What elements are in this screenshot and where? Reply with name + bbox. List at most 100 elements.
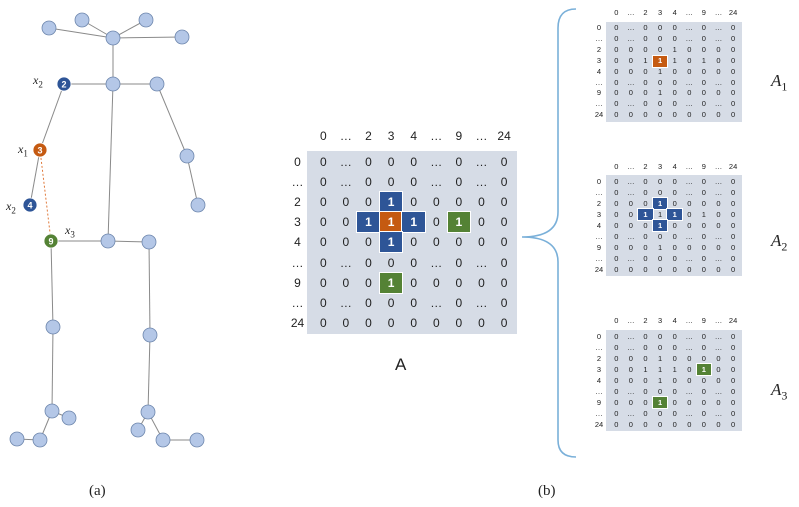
matrix-col-header: 3 [387,129,395,143]
matrix-cell: 0 [643,354,648,363]
matrix-row-header: 4 [596,376,602,385]
matrix-cell: 0 [658,409,663,418]
matrix-cell: 0 [731,343,736,352]
skeleton-joint-knL [45,319,61,335]
skeleton-joint-hipR [141,234,157,250]
matrix-cell: 0 [614,232,619,241]
matrix-cell: 0 [500,275,508,290]
matrix-cell: … [685,409,694,418]
matrix-cell: 0 [672,376,677,385]
skeleton-joint-shR [149,76,165,92]
panel-label-a: (a) [89,483,106,499]
matrix-cell: 0 [643,88,648,98]
matrix-cell: 0 [672,265,677,274]
matrix-cell: … [627,332,635,341]
matrix-cell: 0 [701,177,706,186]
matrix-cell: 0 [731,221,736,230]
matrix-cell: … [627,254,635,263]
matrix-cell: 0 [643,254,648,263]
matrix-cell: … [685,77,694,87]
matrix-cell: 0 [387,155,395,169]
matrix-cell: 0 [628,265,633,274]
matrix-col-header: … [714,316,723,325]
matrix-cell: … [714,254,723,263]
matrix-cell: … [685,232,694,241]
matrix-cell: 0 [687,221,692,230]
matrix-col-header: 2 [643,8,648,17]
skeleton-joint-wrR [190,197,206,213]
skeleton-joint-number-j2: 2 [61,80,66,90]
matrix-cell: 0 [342,315,350,330]
matrix-cell: 0 [672,221,677,230]
matrix-cell: 0 [716,243,721,252]
matrix-cell: … [685,332,694,341]
matrix-label-a3-sub: 3 [781,388,788,403]
matrix-cell: 1 [658,376,663,385]
matrix-cell: … [714,33,723,43]
matrix-cell: … [685,387,694,396]
matrix-cell: … [714,409,723,418]
matrix-cell: 0 [432,235,440,250]
matrix-cell: 0 [410,155,418,169]
matrix-cell: … [627,409,635,418]
matrix-cell: 0 [672,409,677,418]
matrix-cell: … [685,177,694,186]
skeleton-edge-elR-wrR [186,155,199,206]
matrix-cell: 0 [455,255,463,270]
matrix-cell: 0 [365,255,372,270]
matrix-cell: … [627,188,635,197]
matrix-cell: … [714,343,723,352]
matrix-cell: 0 [643,23,648,32]
skeleton-joint-headL [41,20,57,36]
matrix-cell: 1 [672,365,677,374]
matrix-cell: … [627,177,635,186]
matrix-cell: 0 [614,110,619,120]
matrix-cell: 0 [716,354,721,363]
matrix-cell: 0 [643,343,648,352]
matrix-cell: 0 [701,66,706,76]
joint-label-x2-bottom-sub: 2 [11,205,16,216]
matrix-label-a1: A1 [771,71,787,94]
matrix-cell: 0 [643,33,648,43]
matrix-cell: … [627,343,635,352]
matrix-cell: 0 [342,235,350,250]
matrix-row-header: … [595,99,603,109]
matrix-cell: 0 [614,210,619,219]
matrix-cell: 0 [614,55,619,65]
matrix-cell: … [685,188,694,197]
matrix-cell: 0 [731,365,736,374]
matrix-cell: 0 [731,210,736,219]
matrix-cell: 0 [365,175,372,190]
matrix-label-a2-main: A [771,231,782,250]
matrix-cell: 0 [716,44,721,54]
matrix-cell: … [627,387,635,396]
matrix-cell: 0 [365,275,372,290]
matrix-cell: 0 [643,387,648,396]
matrix-col-header: 4 [410,129,418,143]
matrix-cell: 0 [319,255,327,270]
matrix-cell: … [627,23,635,32]
matrix-cell: 0 [365,295,372,310]
matrix-cell: 0 [731,177,736,186]
matrix-cell: … [685,23,694,32]
matrix-col-header: 3 [658,316,663,325]
matrix-label-a3: A3 [771,380,787,403]
matrix-cell: 0 [614,343,619,352]
matrix-col-header: … [627,162,635,171]
matrix-cell: 0 [643,99,648,109]
matrix-cell: 0 [701,398,706,407]
matrix-cell: 0 [614,188,619,197]
skeleton-edge-knL-anL [51,326,54,412]
matrix-cell: 0 [701,254,706,263]
matrix-cell: 0 [614,365,619,374]
joint-label-x1-main: x [18,142,24,156]
skeleton-joint-anL [44,403,60,419]
matrix-row-header: 2 [596,354,602,363]
matrix-cell: 0 [628,88,633,98]
skeleton-joint-fR1 [130,422,146,438]
matrix-cell: … [339,175,352,190]
matrix-cell: 0 [643,232,648,241]
matrix-row-header: 2 [294,195,301,210]
